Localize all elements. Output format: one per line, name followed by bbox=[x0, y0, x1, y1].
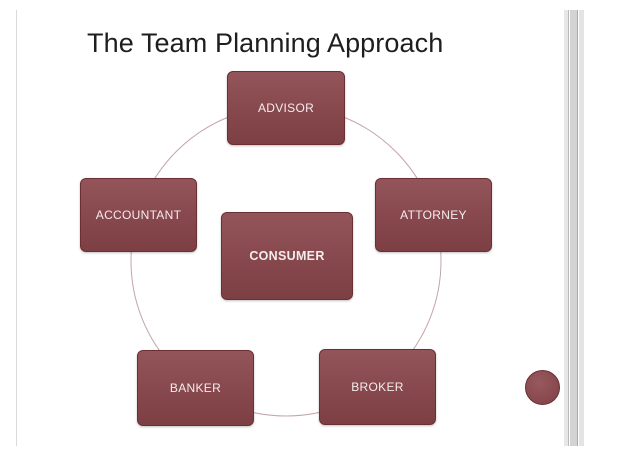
node-accountant: ACCOUNTANT bbox=[80, 178, 197, 252]
node-banker: BANKER bbox=[137, 350, 254, 426]
node-attorney: ATTORNEY bbox=[375, 178, 492, 252]
slide-title: The Team Planning Approach bbox=[87, 28, 444, 58]
node-broker: BROKER bbox=[319, 349, 436, 425]
right-decorative-bar bbox=[564, 10, 585, 446]
decorative-circle bbox=[525, 370, 560, 405]
node-consumer: CONSUMER bbox=[221, 212, 353, 300]
left-border-rule bbox=[16, 10, 17, 446]
node-advisor: ADVISOR bbox=[227, 71, 345, 145]
